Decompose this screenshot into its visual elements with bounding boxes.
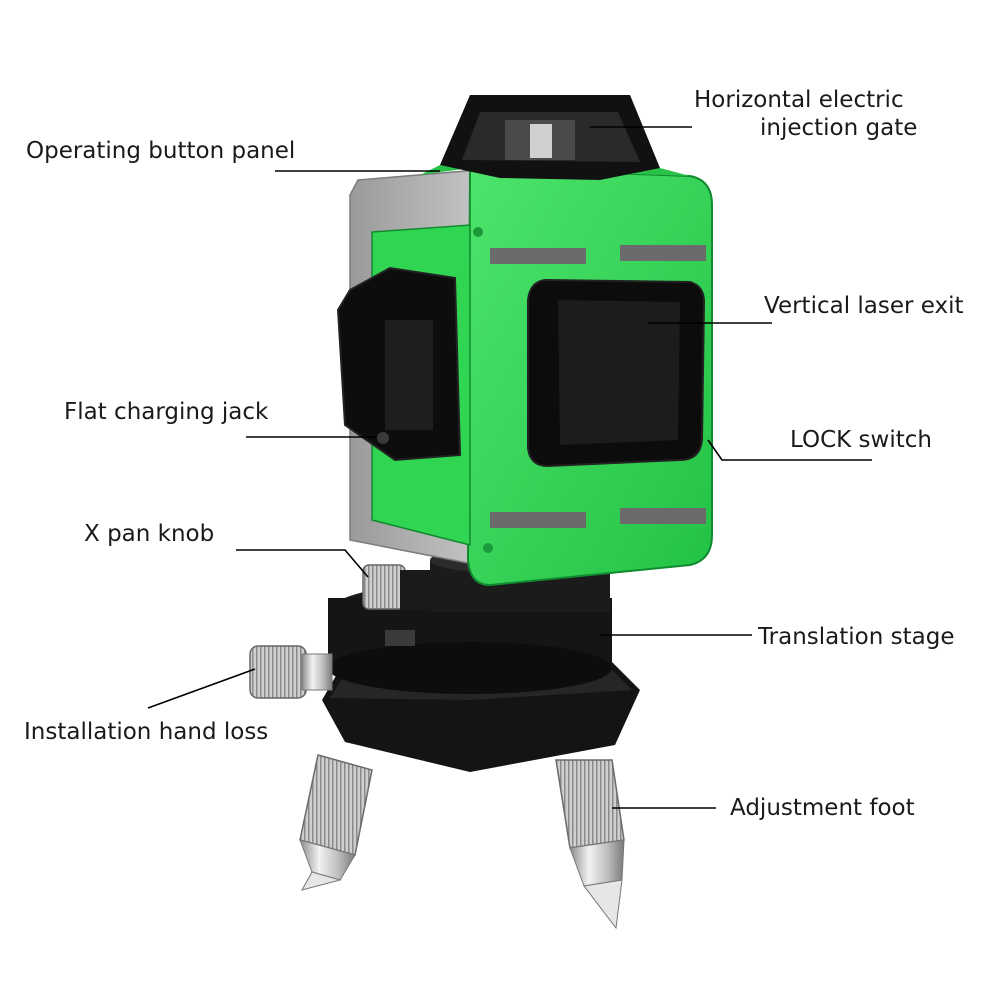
label-adjustment-foot: Adjustment foot [730, 795, 915, 821]
leader-lines [147, 126, 872, 809]
installation-hand-knob [249, 645, 333, 699]
x-pan-knob [362, 564, 430, 610]
label-horizontal-gate-line1: Horizontal electric [694, 87, 904, 113]
leader-lock-switch [707, 439, 872, 461]
adjustment-foot-left [299, 754, 373, 891]
label-horizontal-gate: Horizontal electric injection gate [694, 86, 917, 142]
vertical-laser-exit [527, 278, 706, 468]
label-operating-panel: Operating button panel [26, 138, 296, 164]
side-laser-window [336, 266, 462, 462]
horizontal-injection-gate [440, 95, 660, 180]
label-horizontal-gate-line2: injection gate [760, 115, 918, 142]
leader-x-pan-knob [236, 549, 369, 578]
adjustment-foot-right [555, 759, 625, 930]
leader-installation-hand [147, 668, 256, 709]
label-translation-stage: Translation stage [758, 624, 955, 650]
label-lock-switch: LOCK switch [790, 427, 932, 453]
label-charging-jack: Flat charging jack [64, 399, 269, 425]
label-installation-hand: Installation hand loss [24, 719, 269, 745]
label-x-pan-knob: X pan knob [84, 521, 215, 547]
label-vertical-exit: Vertical laser exit [764, 293, 964, 319]
